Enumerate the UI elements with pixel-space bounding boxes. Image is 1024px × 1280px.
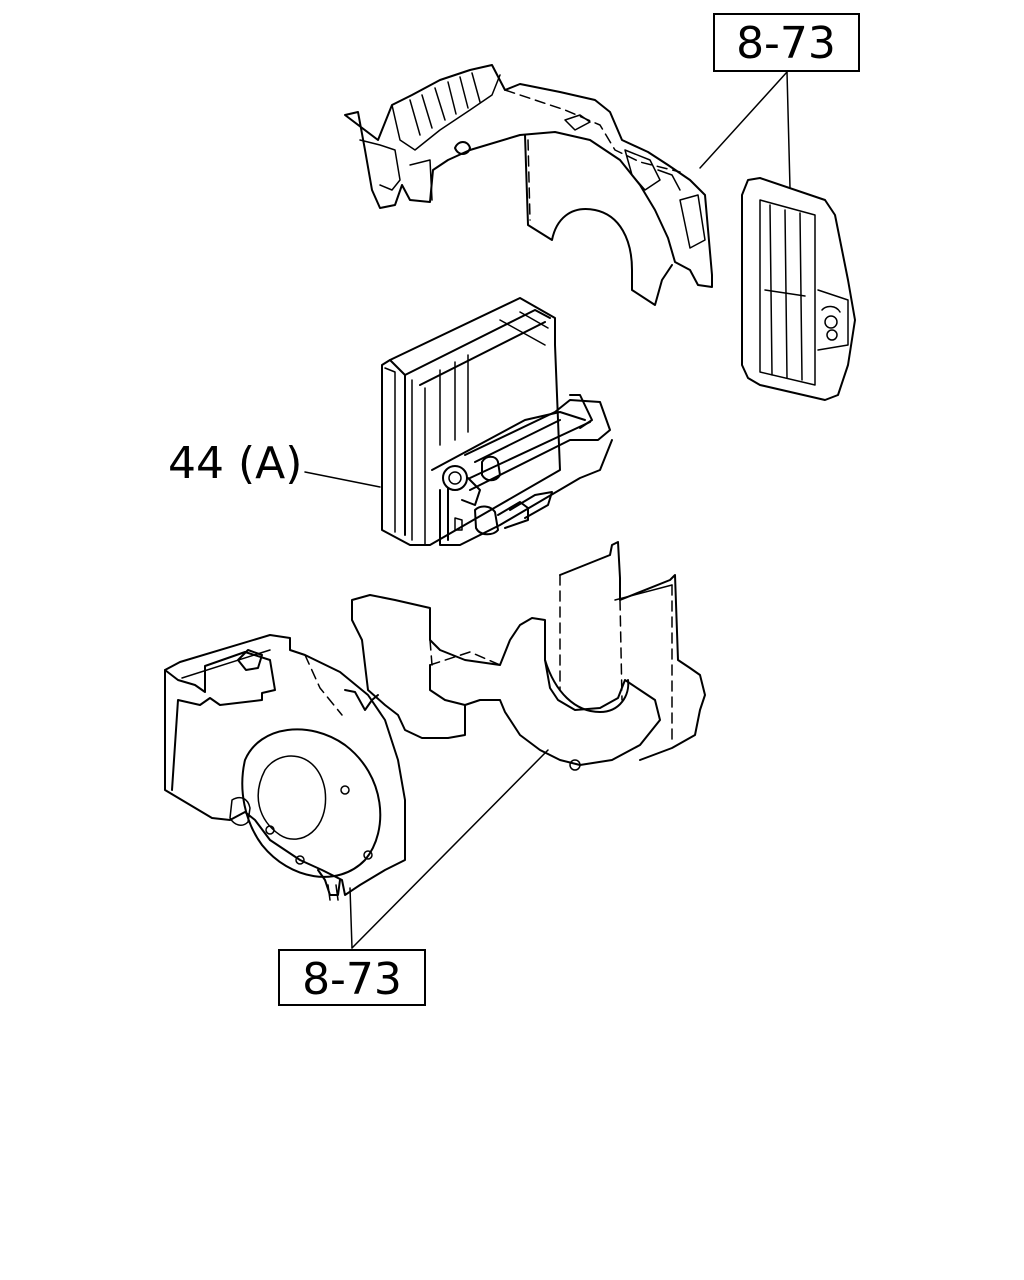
callout-bottom[interactable]: 8-73 — [278, 949, 426, 1006]
filter-panel — [741, 177, 856, 401]
callout-part-44-text: 44 (A) — [168, 438, 302, 489]
evaporator-core — [381, 297, 613, 546]
leader-lines — [304, 71, 791, 949]
callout-top-text: 8-73 — [736, 18, 836, 69]
upper-heater-case — [344, 64, 713, 306]
callout-top[interactable]: 8-73 — [713, 13, 860, 72]
lower-blower-case — [164, 541, 706, 901]
callout-bottom-text: 8-73 — [302, 954, 402, 1005]
callout-part-44[interactable]: 44 (A) — [168, 438, 302, 489]
